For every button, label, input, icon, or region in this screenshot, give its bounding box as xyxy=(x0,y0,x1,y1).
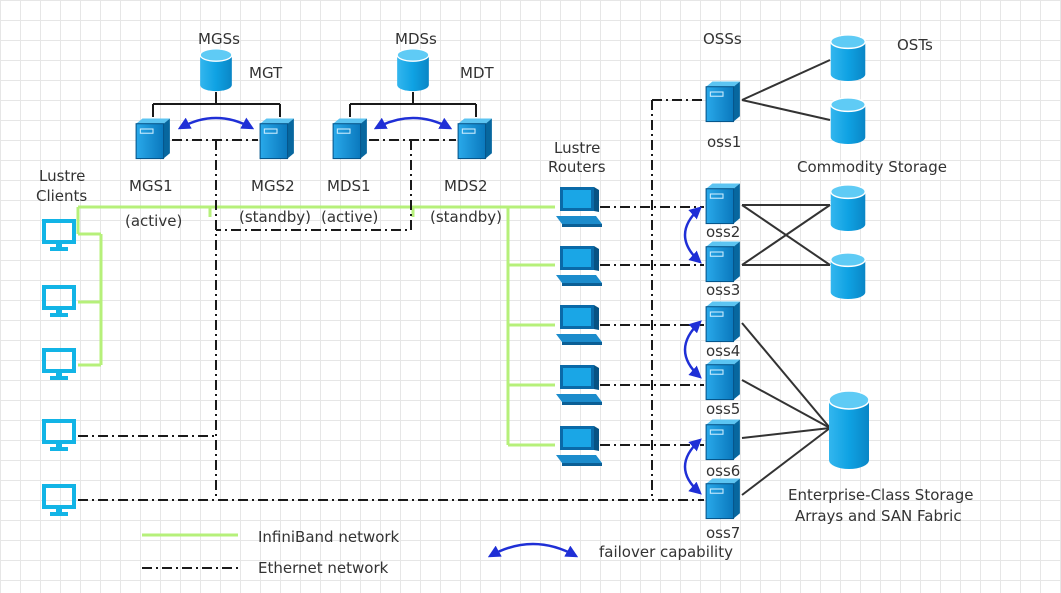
ost-2-cylinder-icon xyxy=(829,97,867,145)
osss-label: OSSs xyxy=(703,30,742,48)
mgs1-label: MGS1 xyxy=(129,177,173,195)
mgs2-server-icon xyxy=(259,117,295,160)
oss4-label: oss4 xyxy=(706,342,740,360)
mds1-label: MDS1 xyxy=(327,177,371,195)
client-2-monitor-icon xyxy=(42,285,76,319)
target-links xyxy=(152,92,477,117)
oss7-server-icon xyxy=(705,477,741,520)
router-3-workstation-icon xyxy=(556,305,602,345)
ost-3-cylinder-icon xyxy=(829,184,867,232)
oss5-label: oss5 xyxy=(706,400,740,418)
router-4-workstation-icon xyxy=(556,365,602,405)
legend-failover-arrow-icon xyxy=(487,542,579,558)
osts-label: OSTs xyxy=(897,36,933,54)
mgt-label: MGT xyxy=(249,64,283,82)
mdt-cylinder-icon xyxy=(396,48,430,92)
router-1-workstation-icon xyxy=(556,187,602,227)
router-2-workstation-icon xyxy=(556,246,602,286)
routers-label-line1: Lustre xyxy=(554,139,600,157)
mds2-state: (standby) xyxy=(430,208,502,226)
infiniband-links xyxy=(76,205,555,447)
oss1-label: oss1 xyxy=(707,133,741,151)
mds2-server-icon xyxy=(457,117,493,160)
oss2-label: oss2 xyxy=(706,223,740,241)
oss5-server-icon xyxy=(705,358,741,401)
legend-infiniband-label: InfiniBand network xyxy=(258,528,400,546)
oss3-label: oss3 xyxy=(706,281,740,299)
mdss-label: MDSs xyxy=(395,30,437,48)
ost-1-cylinder-icon xyxy=(829,34,867,82)
failover-arrows xyxy=(177,116,702,495)
storage-links xyxy=(741,59,831,496)
mgs1-state: (active) xyxy=(125,212,182,230)
ost-4-cylinder-icon xyxy=(829,252,867,300)
enterprise-array-cylinder-icon xyxy=(828,390,870,470)
legend: InfiniBand network Ethernet network fail… xyxy=(142,528,733,577)
mgt-cylinder-icon xyxy=(199,48,233,92)
mgs2-label: MGS2 xyxy=(251,177,295,195)
oss6-server-icon xyxy=(705,418,741,461)
ethernet-links xyxy=(78,99,704,501)
mds2-label: MDS2 xyxy=(444,177,488,195)
routers-label-line2: Routers xyxy=(548,158,606,176)
client-3-monitor-icon xyxy=(42,348,76,382)
oss4-server-icon xyxy=(705,300,741,343)
mgs1-server-icon xyxy=(135,117,171,160)
commodity-storage-label: Commodity Storage xyxy=(797,158,947,176)
mds1-server-icon xyxy=(332,117,368,160)
oss1-server-icon xyxy=(705,80,741,123)
oss3-server-icon xyxy=(705,240,741,283)
oss7-label: oss7 xyxy=(706,524,740,542)
mgs2-state: (standby) xyxy=(239,208,311,226)
client-5-monitor-icon xyxy=(42,484,76,518)
client-4-monitor-icon xyxy=(42,419,76,453)
clients-label-line2: Clients xyxy=(36,187,87,205)
client-1-monitor-icon xyxy=(42,219,76,253)
enterprise-storage-label-line2: Arrays and SAN Fabric xyxy=(795,507,962,525)
enterprise-storage-label-line1: Enterprise-Class Storage xyxy=(788,486,974,504)
clients-label-line1: Lustre xyxy=(39,167,85,185)
legend-failover-label: failover capability xyxy=(599,543,733,561)
oss6-label: oss6 xyxy=(706,462,740,480)
router-5-workstation-icon xyxy=(556,426,602,466)
mgss-label: MGSs xyxy=(198,30,240,48)
oss2-server-icon xyxy=(705,182,741,225)
mdt-label: MDT xyxy=(460,64,494,82)
legend-ethernet-label: Ethernet network xyxy=(258,559,389,577)
mds1-state: (active) xyxy=(321,208,378,226)
